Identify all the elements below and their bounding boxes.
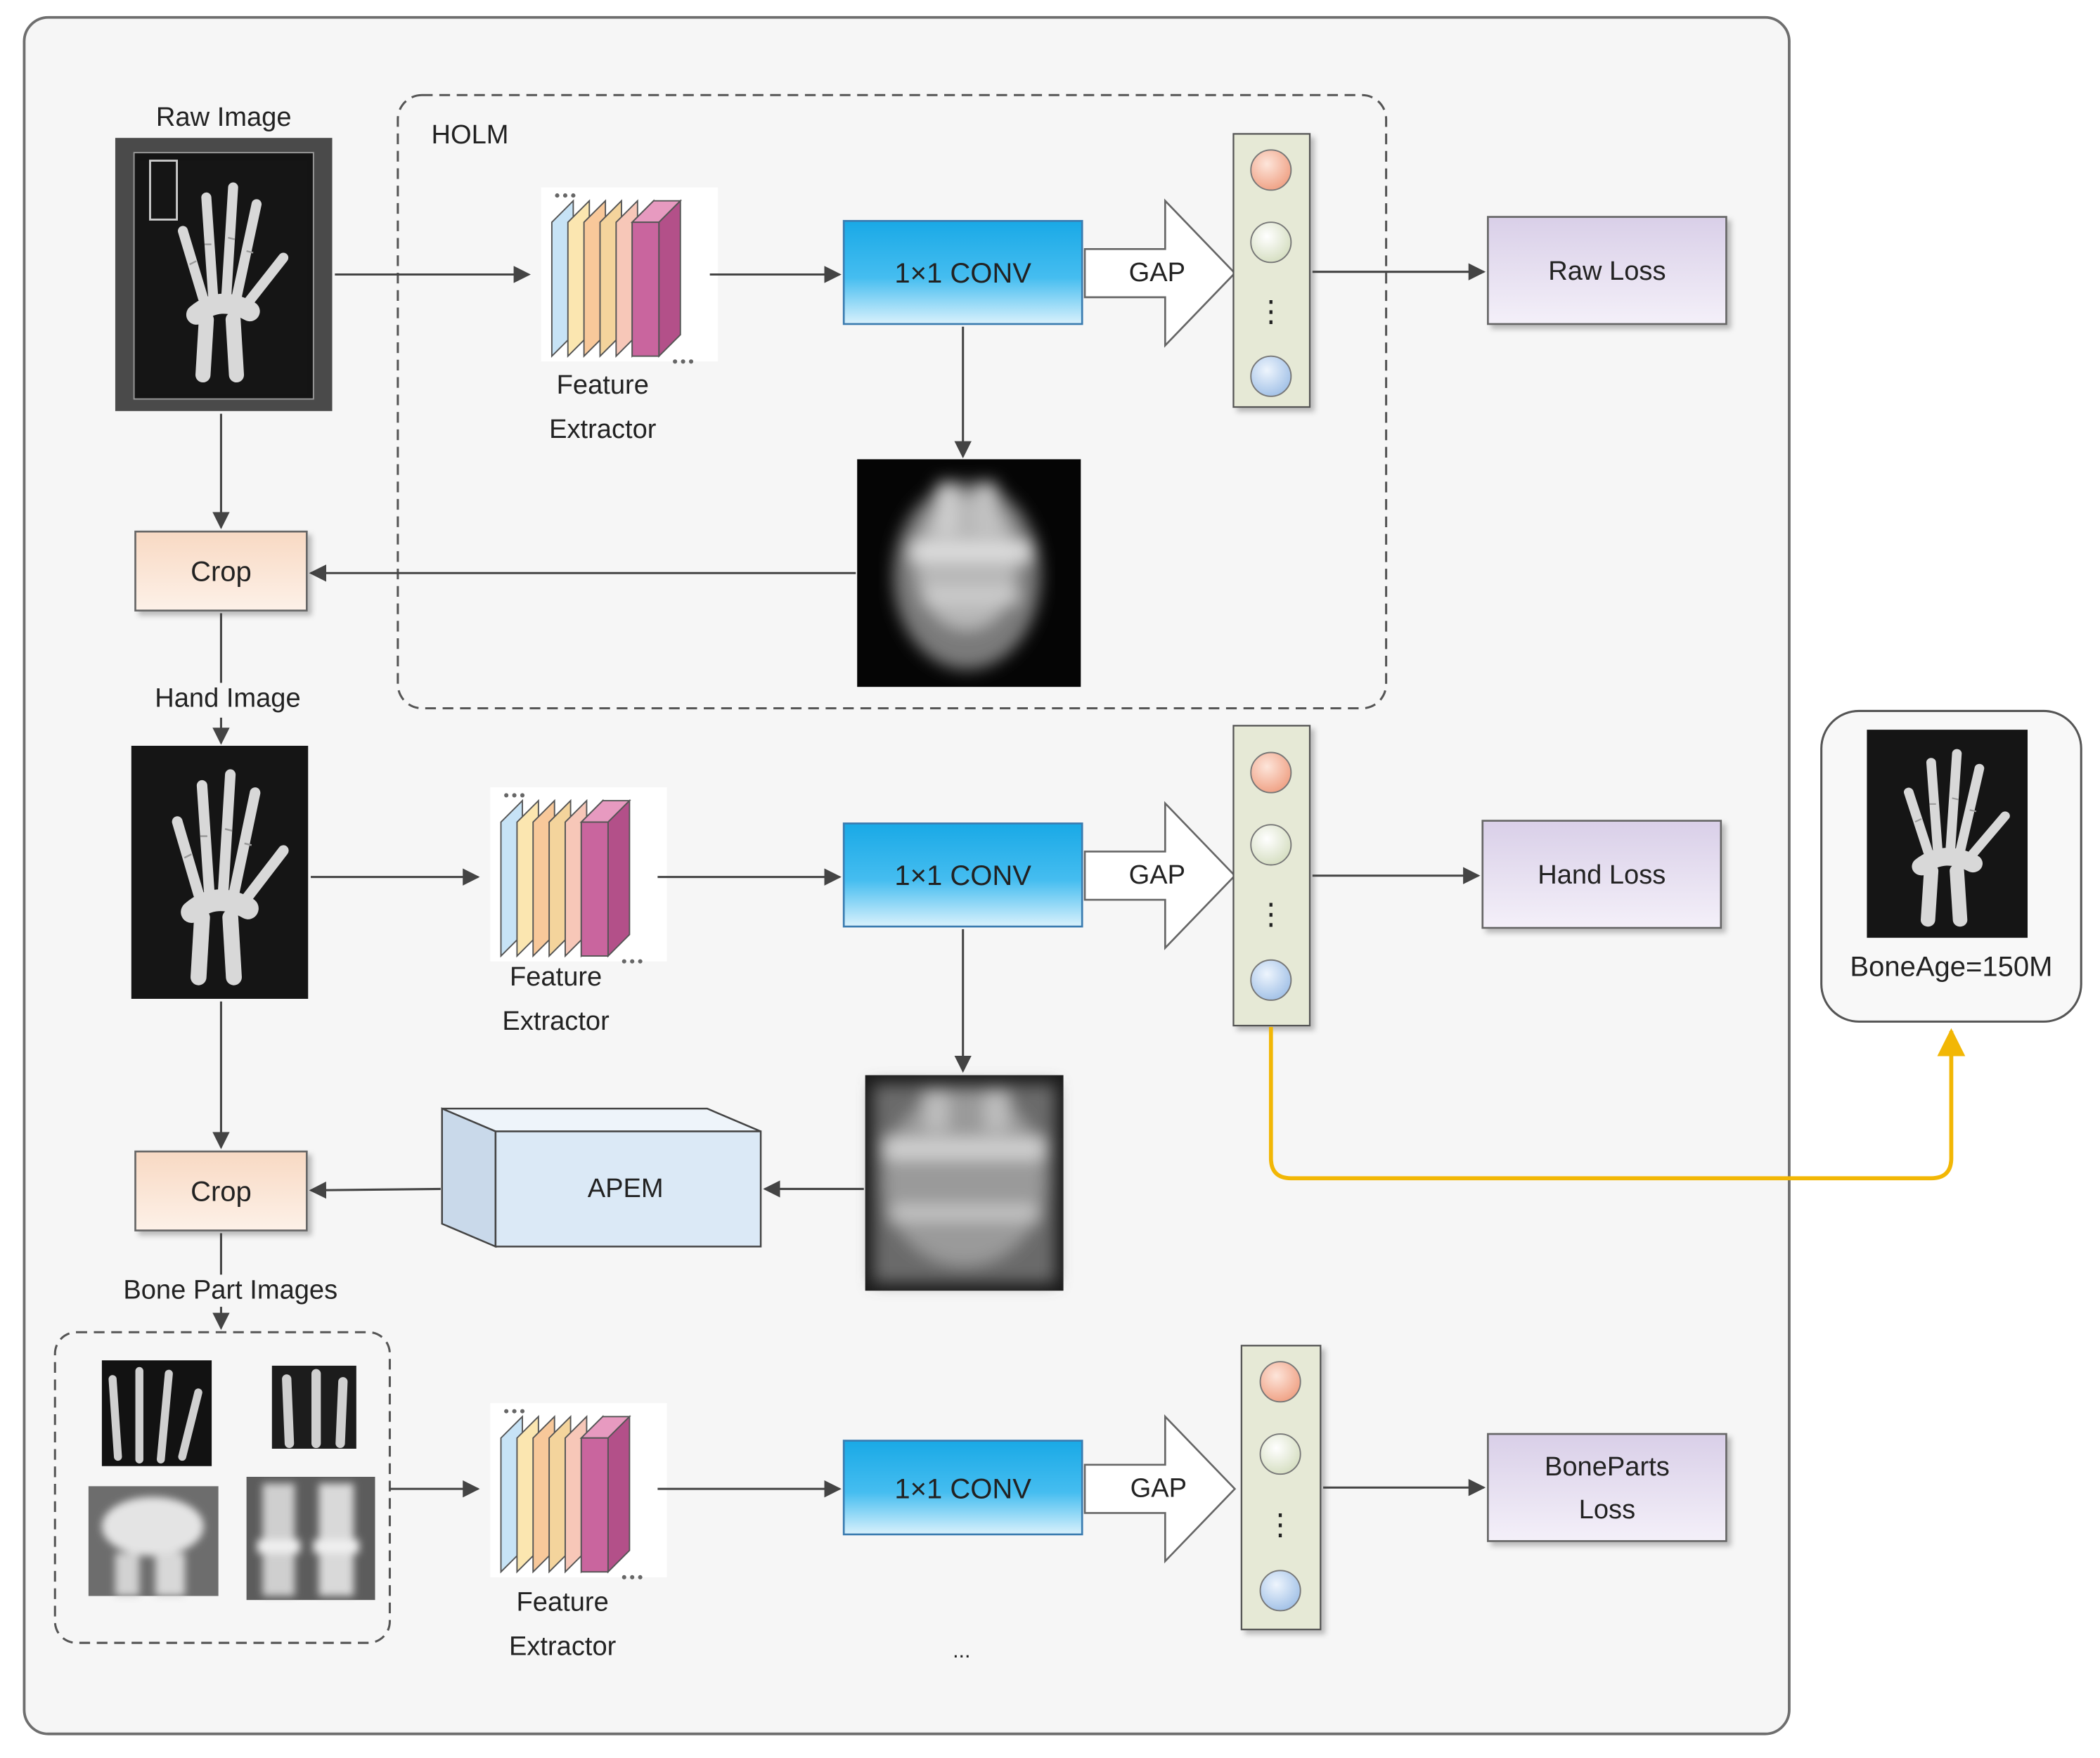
gap-label-3: GAP	[1130, 1474, 1187, 1504]
feature-label-3: Feature	[517, 1587, 609, 1617]
hand-image-label: Hand Image	[155, 684, 300, 713]
vector-node-mid-1	[1250, 221, 1292, 264]
raw-loss-box	[1487, 216, 1727, 325]
crop-box-2	[134, 1150, 308, 1232]
raw-image-label: Raw Image	[156, 103, 292, 132]
extractor-label-3: Extractor	[509, 1631, 617, 1661]
hand-loss-box	[1481, 820, 1722, 929]
conv-label-2: 1×1 CONV	[894, 860, 1031, 891]
conv-label-1: 1×1 CONV	[894, 258, 1031, 289]
result-arrow	[1268, 1026, 1966, 1181]
hand-loss-label: Hand Loss	[1538, 860, 1666, 890]
raw-loss-label: Raw Loss	[1548, 257, 1666, 286]
boneparts-loss-box	[1487, 1433, 1727, 1542]
vector-dots-1: ⋮	[1256, 295, 1286, 328]
holm-label: HOLM	[431, 120, 508, 150]
crop-label-1: Crop	[191, 557, 252, 588]
vector-node-bottom-3	[1259, 1570, 1301, 1612]
feature-label-1: Feature	[557, 370, 649, 400]
vector-node-top-2	[1250, 751, 1292, 794]
vector-node-bottom-1	[1250, 355, 1292, 397]
bone-part-image-fingertips	[271, 1365, 356, 1449]
vector-dots-2: ⋮	[1256, 897, 1286, 930]
crop-box-1	[134, 530, 308, 612]
vector-node-mid-2	[1250, 824, 1292, 866]
apem-label: APEM	[588, 1174, 664, 1203]
bone-part-image-wrist	[88, 1486, 219, 1596]
attention-map-1	[857, 459, 1081, 687]
conv-block-2	[842, 822, 1083, 928]
feature-extractor-cube-3	[489, 1402, 668, 1580]
bone-part-images-label: Bone Part Images	[123, 1276, 337, 1305]
bone-age-label: BoneAge=150M	[1850, 952, 2052, 983]
vector-dots-3: ⋮	[1265, 1508, 1295, 1541]
vector-node-top-1	[1250, 149, 1292, 191]
boneparts-loss-label-line2: Loss	[1579, 1495, 1635, 1525]
conv-block-1	[842, 219, 1083, 325]
feature-label-2: Feature	[510, 962, 602, 992]
extractor-label-1: Extractor	[549, 415, 657, 444]
vector-node-bottom-2	[1250, 959, 1292, 1001]
hand-image	[131, 746, 308, 999]
bone-part-image-fingers	[101, 1360, 212, 1466]
boneparts-loss-label-line1: BoneParts	[1545, 1452, 1670, 1482]
holm-region	[397, 93, 1388, 710]
bone-parts-region	[53, 1331, 391, 1644]
vector-node-mid-3	[1259, 1433, 1301, 1475]
bone-part-image-joints	[246, 1476, 375, 1601]
crop-label-2: Crop	[191, 1177, 252, 1208]
apem-block	[441, 1107, 762, 1248]
ellipsis-label: ...	[953, 1639, 970, 1662]
conv-label-3: 1×1 CONV	[894, 1473, 1031, 1504]
gap-label-1: GAP	[1129, 258, 1185, 287]
gap-label-2: GAP	[1129, 860, 1185, 890]
feature-extractor-cube-1	[540, 186, 719, 365]
attention-map-2	[865, 1075, 1064, 1291]
vector-node-top-3	[1259, 1361, 1301, 1403]
raw-image	[115, 138, 333, 411]
bone-age-result-image	[1867, 730, 2028, 938]
conv-block-3	[842, 1440, 1083, 1536]
extractor-label-2: Extractor	[502, 1007, 610, 1036]
feature-extractor-cube-2	[489, 787, 668, 964]
